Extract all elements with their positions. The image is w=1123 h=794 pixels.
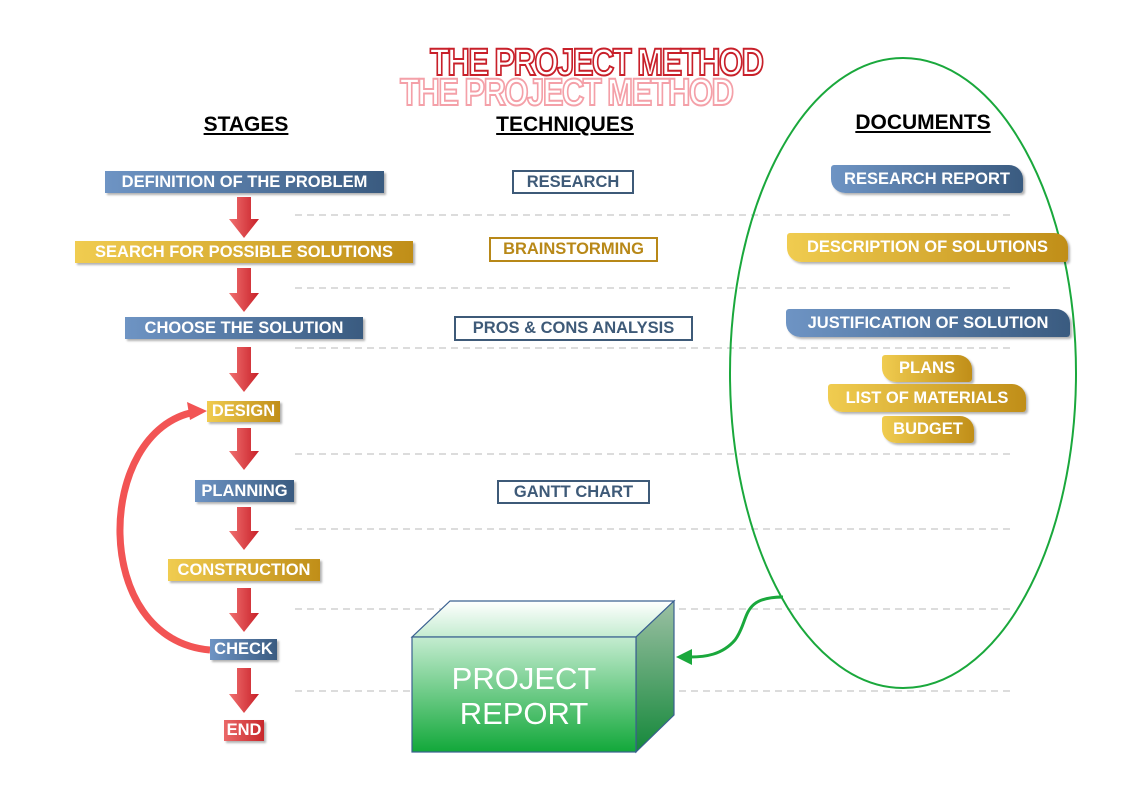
stage-choose: CHOOSE THE SOLUTION [125,317,363,339]
document-research-report: RESEARCH REPORT [831,165,1023,193]
to-report-arrow [689,595,784,659]
header-stages: STAGES [203,113,289,136]
document-plans: PLANS [882,355,972,382]
title-shadow: THE PROJECT METHOD [399,71,735,115]
header-techniques: TECHNIQUES [496,113,634,136]
loop-back-arrow [116,408,211,654]
down-arrows [229,197,259,713]
header-documents: DOCUMENTS [855,111,991,134]
project-report-line1: PROJECT [451,661,597,696]
document-list-materials: LIST OF MATERIALS [828,384,1026,412]
stage-definition: DEFINITION OF THE PROBLEM [105,171,384,193]
title: THE PROJECT METHOD [429,41,765,85]
document-justification: JUSTIFICATION OF SOLUTION [786,309,1070,337]
stage-design: DESIGN [207,401,280,422]
documents-ellipse [729,57,1077,689]
technique-gantt-chart: GANTT CHART [497,480,650,504]
document-budget: BUDGET [882,416,974,443]
technique-brainstorming: BRAINSTORMING [489,237,658,262]
stage-planning: PLANNING [195,480,294,502]
stage-search: SEARCH FOR POSSIBLE SOLUTIONS [75,241,413,263]
technique-research: RESEARCH [512,170,634,194]
project-report-label: PROJECT REPORT [412,661,636,731]
stage-construction: CONSTRUCTION [168,559,320,581]
stage-check: CHECK [210,639,277,660]
project-report-line2: REPORT [459,696,589,731]
technique-pros-cons: PROS & CONS ANALYSIS [454,316,693,341]
stage-end: END [224,720,264,741]
document-description-solutions: DESCRIPTION OF SOLUTIONS [787,233,1068,262]
project-report-box [410,599,676,754]
